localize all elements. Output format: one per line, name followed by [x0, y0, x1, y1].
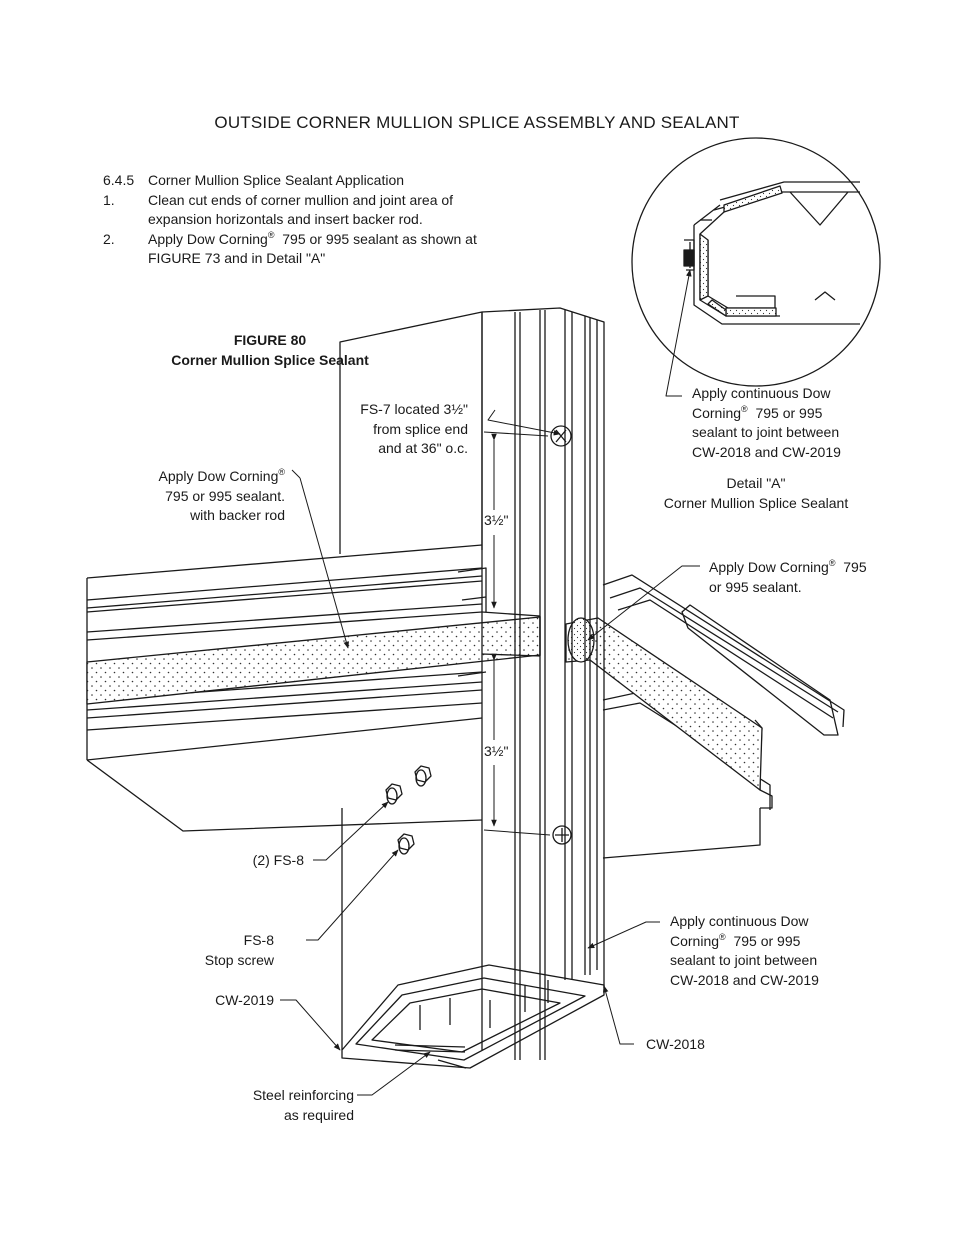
label-detail-a-note: Apply continuous Dow Corning® 795 or 995…: [692, 384, 841, 462]
label-fs7: FS-7 located 3½" from splice end and at …: [340, 400, 468, 459]
section-title: Corner Mullion Splice Sealant Applicatio…: [148, 172, 405, 188]
step-1-number: 1.: [103, 191, 115, 208]
step-2-text-b: 795 or 995 sealant as shown at: [274, 230, 477, 247]
label-fs8-stop-line-2: Stop screw: [204, 951, 274, 968]
label-apply-backer-text: Apply Dow Corning: [158, 468, 279, 484]
detail-a-note-line-1: Apply continuous Dow: [692, 385, 831, 401]
label-steel-line-1: Steel reinforcing: [252, 1087, 354, 1103]
mullion-extrusion-end: [341, 964, 605, 1069]
label-apply-backer-rod: Apply Dow Corning® 795 or 995 sealant. w…: [120, 467, 285, 526]
label-fs8-stop-line-1: FS-8: [243, 932, 274, 948]
detail-a-title-line-2: Corner Mullion Splice Sealant: [663, 494, 849, 511]
step-2-line-2: FIGURE 73 and in Detail "A": [148, 250, 326, 266]
section-number: 6.4.5: [103, 172, 135, 188]
label-apply-right-line-1: Apply Dow Corning® 795: [709, 558, 867, 578]
lower-note-line-2: Corning® 795 or 995: [670, 932, 819, 952]
label-fs7-line-1: FS-7 located 3½": [360, 401, 468, 417]
registered-mark: ®: [741, 403, 748, 414]
sealant-band-right: [565, 617, 763, 791]
label-apply-right-line-2: or 995 sealant.: [709, 578, 802, 595]
detail-a-note-line-2: Corning® 795 or 995: [692, 404, 841, 424]
detail-a-title: Detail "A" Corner Mullion Splice Sealant: [646, 474, 866, 513]
label-apply-backer-line-3: with backer rod: [190, 507, 285, 523]
label-apply-right-text-a: Apply Dow Corning: [709, 559, 829, 575]
step-2-number: 2.: [103, 230, 115, 247]
step-1: 1. Clean cut ends of corner mullion and …: [103, 191, 477, 230]
dimension-upper: 3½": [484, 512, 509, 528]
detail-a-note-line-3: sealant to joint between: [692, 424, 840, 440]
label-fs8-stop: FS-8 Stop screw: [180, 931, 274, 970]
fs7-screws: [550, 425, 572, 845]
detail-a-note-line-4: CW-2018 and CW-2019: [692, 443, 841, 460]
step-1-line-1: Clean cut ends of corner mullion and joi…: [148, 191, 454, 208]
label-apply-right: Apply Dow Corning® 795 or 995 sealant.: [709, 558, 867, 597]
label-lower-note: Apply continuous Dow Corning® 795 or 995…: [670, 912, 819, 990]
leader-lines: [280, 269, 700, 1096]
fs8-nuts: [385, 765, 432, 855]
registered-mark: ®: [828, 558, 836, 568]
label-apply-backer-line-1: Apply Dow Corning®: [120, 467, 285, 487]
registered-mark: ®: [278, 467, 285, 477]
lower-note-line-4: CW-2018 and CW-2019: [670, 971, 819, 988]
detail-a-circle: [631, 137, 881, 387]
label-cw2019: CW-2019: [215, 992, 274, 1008]
label-steel-reinforcing: Steel reinforcing as required: [220, 1086, 354, 1125]
registered-mark: ®: [719, 931, 726, 942]
detail-a-note-text-a: Corning: [692, 404, 742, 421]
lower-note-text-b: 795 or 995: [725, 932, 801, 949]
dimension-lines: [483, 431, 551, 836]
lower-note-text-a: Corning: [670, 932, 720, 949]
step-2-line-1: Apply Dow Corning® 795 or 995 sealant as…: [148, 230, 477, 250]
label-fs7-line-2: from splice end: [373, 420, 468, 437]
detail-a-note-text-b: 795 or 995: [747, 404, 823, 421]
label-steel-line-2: as required: [283, 1106, 354, 1123]
figure-number: FIGURE 80: [233, 332, 307, 348]
page-title: OUTSIDE CORNER MULLION SPLICE ASSEMBLY A…: [214, 113, 740, 132]
lower-note-line-1: Apply continuous Dow: [670, 913, 809, 929]
label-fs8-pair: (2) FS-8: [252, 852, 304, 868]
lower-note-line-3: sealant to joint between: [670, 952, 818, 968]
registered-mark: ®: [267, 229, 275, 240]
label-fs7-line-3: and at 36" o.c.: [378, 440, 468, 456]
label-apply-backer-line-2: 795 or 995 sealant.: [165, 487, 285, 504]
section-heading: 6.4.5 Corner Mullion Splice Sealant Appl…: [103, 171, 477, 191]
detail-a-title-line-1: Detail "A": [726, 475, 786, 491]
step-2-text-a: Apply Dow Corning: [148, 230, 268, 247]
dimension-lower: 3½": [484, 743, 509, 759]
step-2: 2. Apply Dow Corning® 795 or 995 sealant…: [103, 230, 477, 269]
figure-title: Corner Mullion Splice Sealant: [171, 352, 369, 368]
label-cw2018: CW-2018: [646, 1036, 705, 1052]
label-apply-right-text-b: 795: [835, 559, 867, 575]
instructions: 6.4.5 Corner Mullion Splice Sealant Appl…: [103, 171, 477, 269]
step-1-line-2: expansion horizontals and insert backer …: [148, 211, 423, 227]
figure-caption: FIGURE 80 Corner Mullion Splice Sealant: [140, 330, 400, 370]
